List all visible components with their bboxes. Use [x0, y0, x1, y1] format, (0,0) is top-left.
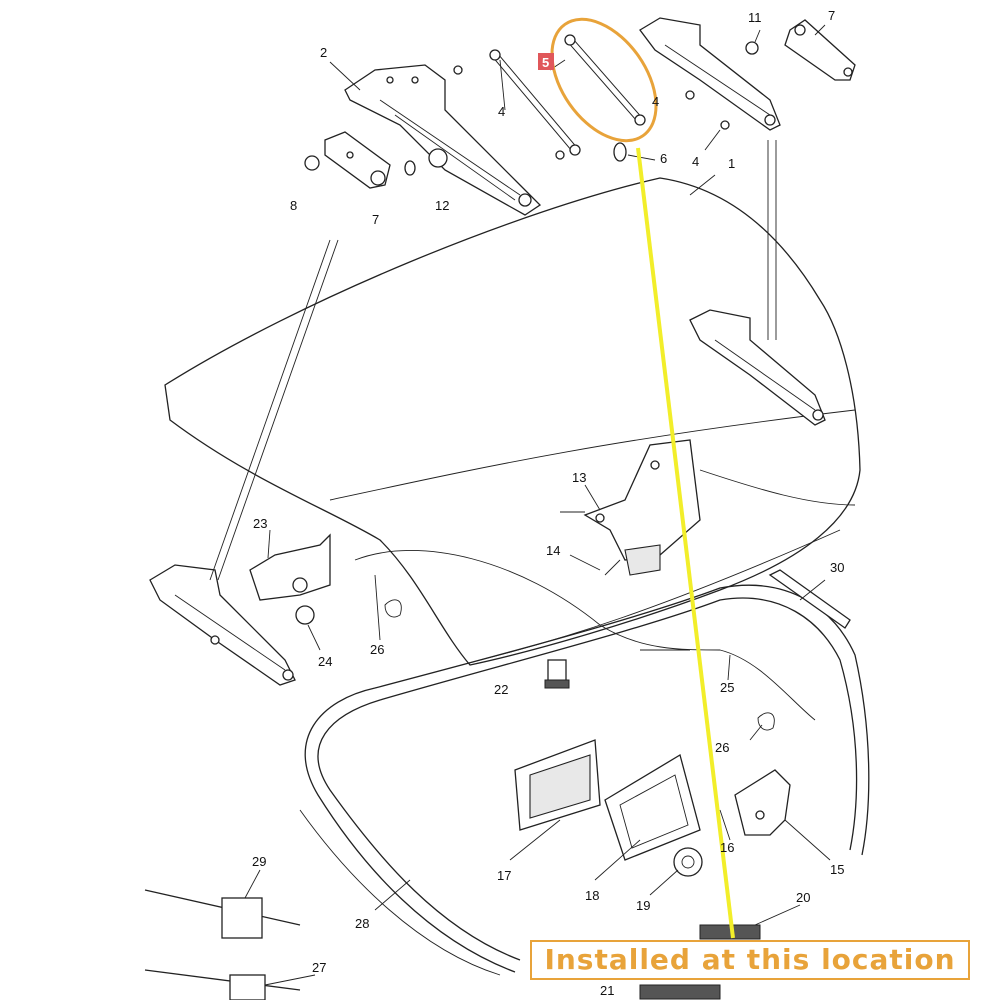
installation-callout: Installed at this location — [530, 940, 970, 980]
bracket-top-right — [784, 19, 856, 81]
label-20: 20 — [796, 890, 810, 905]
label-27: 27 — [312, 960, 326, 975]
label-2: 2 — [320, 45, 327, 60]
label-5: 5 — [542, 55, 549, 70]
label-26a: 26 — [370, 642, 384, 657]
label-15: 15 — [830, 862, 844, 877]
release-cable — [354, 550, 816, 721]
label-22: 22 — [494, 682, 508, 697]
label-8: 8 — [290, 198, 297, 213]
bracket-left — [324, 131, 391, 189]
latch-striker-20 — [639, 924, 761, 1000]
part-labels: 1 2 4 4 4 5 6 7 7 8 11 12 13 14 15 16 17… — [252, 8, 844, 998]
hinge-left-bottom — [149, 564, 296, 686]
trunk-seal — [299, 584, 870, 976]
label-11: 11 — [748, 10, 762, 25]
label-26b: 26 — [715, 740, 729, 755]
label-28: 28 — [355, 916, 369, 931]
label-24: 24 — [318, 654, 332, 669]
label-1: 1 — [728, 156, 735, 171]
label-30: 30 — [830, 560, 844, 575]
hinge-left-top — [344, 64, 542, 216]
label-4c: 4 — [692, 154, 699, 169]
fasteners — [304, 41, 759, 176]
bracket-23 — [249, 533, 331, 625]
label-7b: 7 — [372, 212, 379, 227]
trunk-lock — [514, 739, 601, 831]
plug-22 — [544, 659, 570, 689]
gas-strut-right — [564, 34, 646, 126]
clip-29 — [144, 889, 301, 939]
label-12: 12 — [435, 198, 449, 213]
part-5-tag — [538, 53, 554, 70]
latch-assembly — [560, 439, 701, 576]
gasket-18 — [604, 753, 701, 861]
label-17: 17 — [497, 868, 511, 883]
hinge-leader-lines — [209, 140, 777, 581]
hinge-right-top — [639, 17, 781, 131]
label-29: 29 — [252, 854, 266, 869]
label-18: 18 — [585, 888, 599, 903]
label-6: 6 — [660, 151, 667, 166]
grommet-19 — [673, 847, 703, 877]
clips-26 — [384, 599, 775, 731]
label-14: 14 — [546, 543, 560, 558]
label-leaders — [244, 24, 831, 986]
label-7a: 7 — [828, 8, 835, 23]
highlight-ring — [550, 17, 658, 143]
pointer-line — [636, 147, 735, 939]
label-19: 19 — [636, 898, 650, 913]
hinge-right-mid — [689, 309, 826, 426]
label-25: 25 — [720, 680, 734, 695]
bracket-30 — [768, 569, 851, 629]
label-23: 23 — [253, 516, 267, 531]
label-13: 13 — [572, 470, 586, 485]
clip-27 — [144, 969, 301, 1000]
gas-strut-left — [489, 49, 581, 156]
bracket-15 — [734, 769, 791, 836]
label-4a: 4 — [498, 104, 505, 119]
label-16: 16 — [720, 840, 734, 855]
label-21: 21 — [600, 983, 614, 998]
label-4b: 4 — [652, 94, 659, 109]
